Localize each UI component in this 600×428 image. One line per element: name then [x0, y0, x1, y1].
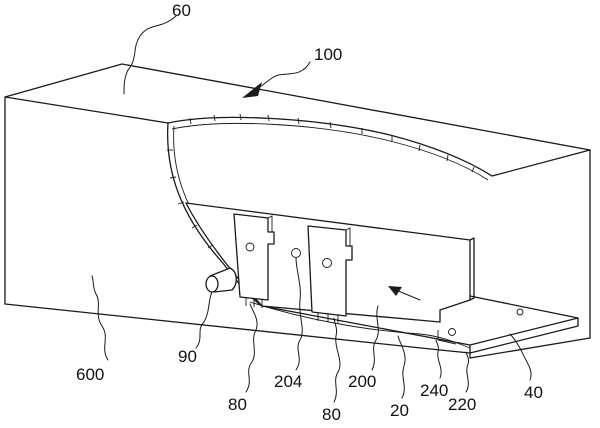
label-200: 200 — [348, 372, 376, 391]
component-80-left — [233, 213, 275, 308]
knob-90 — [205, 267, 237, 293]
label-600: 600 — [76, 365, 104, 384]
housing-front-face — [4, 96, 441, 351]
label-204: 204 — [274, 372, 302, 391]
circuit-board-edge — [469, 237, 475, 301]
label-100: 100 — [314, 45, 342, 64]
reference-labels: 60 100 600 90 80 204 80 200 20 240 220 4… — [76, 1, 543, 424]
cutaway-edge-inner — [171, 122, 489, 181]
label-40: 40 — [524, 383, 543, 402]
label-20: 20 — [390, 401, 409, 420]
label-240: 240 — [420, 381, 448, 400]
housing — [4, 63, 591, 351]
label-60: 60 — [172, 1, 191, 20]
label-80-right: 80 — [322, 405, 341, 424]
arrow-20 — [388, 286, 421, 301]
cutaway-edge-outer — [167, 116, 493, 177]
leader-lines — [91, 15, 532, 403]
cutaway-hatch — [189, 113, 475, 173]
housing-top-face — [4, 63, 591, 177]
base-plate-side — [439, 317, 579, 354]
label-220: 220 — [448, 395, 476, 414]
cable — [249, 301, 471, 349]
base-plate-rail — [469, 337, 591, 359]
component-80-right — [307, 225, 353, 323]
label-90: 90 — [178, 347, 197, 366]
label-80-left: 80 — [228, 395, 247, 414]
arrow-100 — [242, 61, 311, 98]
base-screw-2 — [516, 308, 524, 316]
base-screw-1 — [448, 328, 456, 336]
base-plate-clip — [437, 330, 457, 345]
